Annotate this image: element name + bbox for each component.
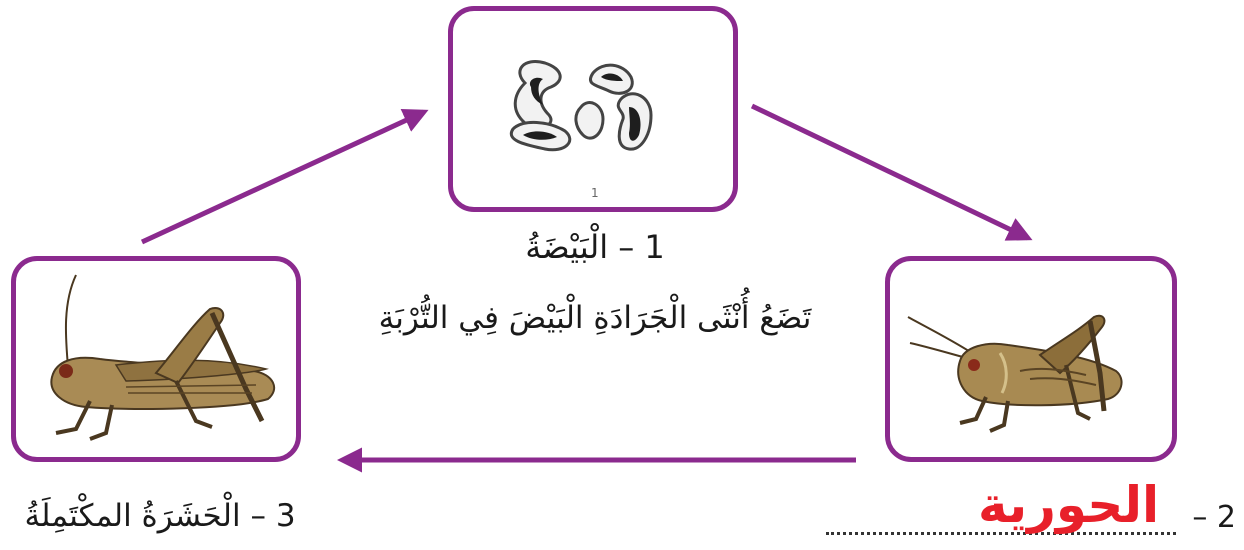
arrow-adult-to-egg (140, 109, 429, 245)
nymph-stage-number: 2 – (1192, 500, 1236, 535)
egg-image-note: 1 (591, 186, 599, 200)
arrow-egg-to-nymph (750, 103, 1033, 241)
egg-stage-frame: 1 (448, 6, 738, 212)
nymph-stage-answer-line: 2 – الحورية (820, 476, 1240, 550)
adult-stage-title: 3 – الْحَشَرَةُ المكْتَمِلَةُ (24, 498, 296, 534)
egg-icon: 1 (509, 60, 653, 200)
grasshopper-nymph-icon (907, 314, 1123, 433)
nymph-stage-frame (885, 256, 1177, 462)
egg-stage-description: تَضَعُ أُنْثَى الْجَرَادَةِ الْبَيْضَ فِ… (378, 300, 812, 336)
nymph-stage-answer: الحورية (978, 476, 1160, 534)
adult-stage-frame (11, 256, 301, 462)
egg-stage-title: 1 – الْبَيْضَةُ (525, 228, 665, 266)
answer-dotted-line (826, 532, 1176, 535)
grasshopper-adult-icon (50, 274, 276, 441)
